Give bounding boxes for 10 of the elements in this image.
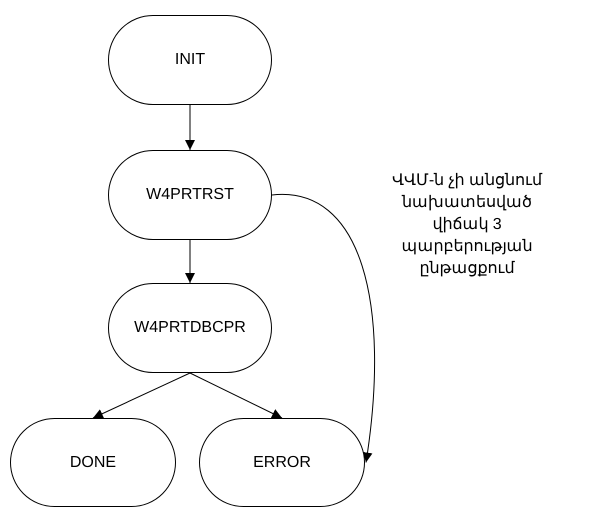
arrow: [272, 194, 376, 463]
state-label: DONE: [70, 454, 116, 472]
arrow: [185, 240, 195, 284]
arrow: [190, 372, 282, 418]
state-label: W4PRTRST: [146, 186, 234, 204]
arrow: [185, 104, 195, 150]
state-label: INIT: [174, 51, 206, 69]
state-label: W4PRTDBCPR: [134, 319, 246, 337]
state-label: ERROR: [253, 454, 311, 472]
arrow: [92, 372, 190, 418]
